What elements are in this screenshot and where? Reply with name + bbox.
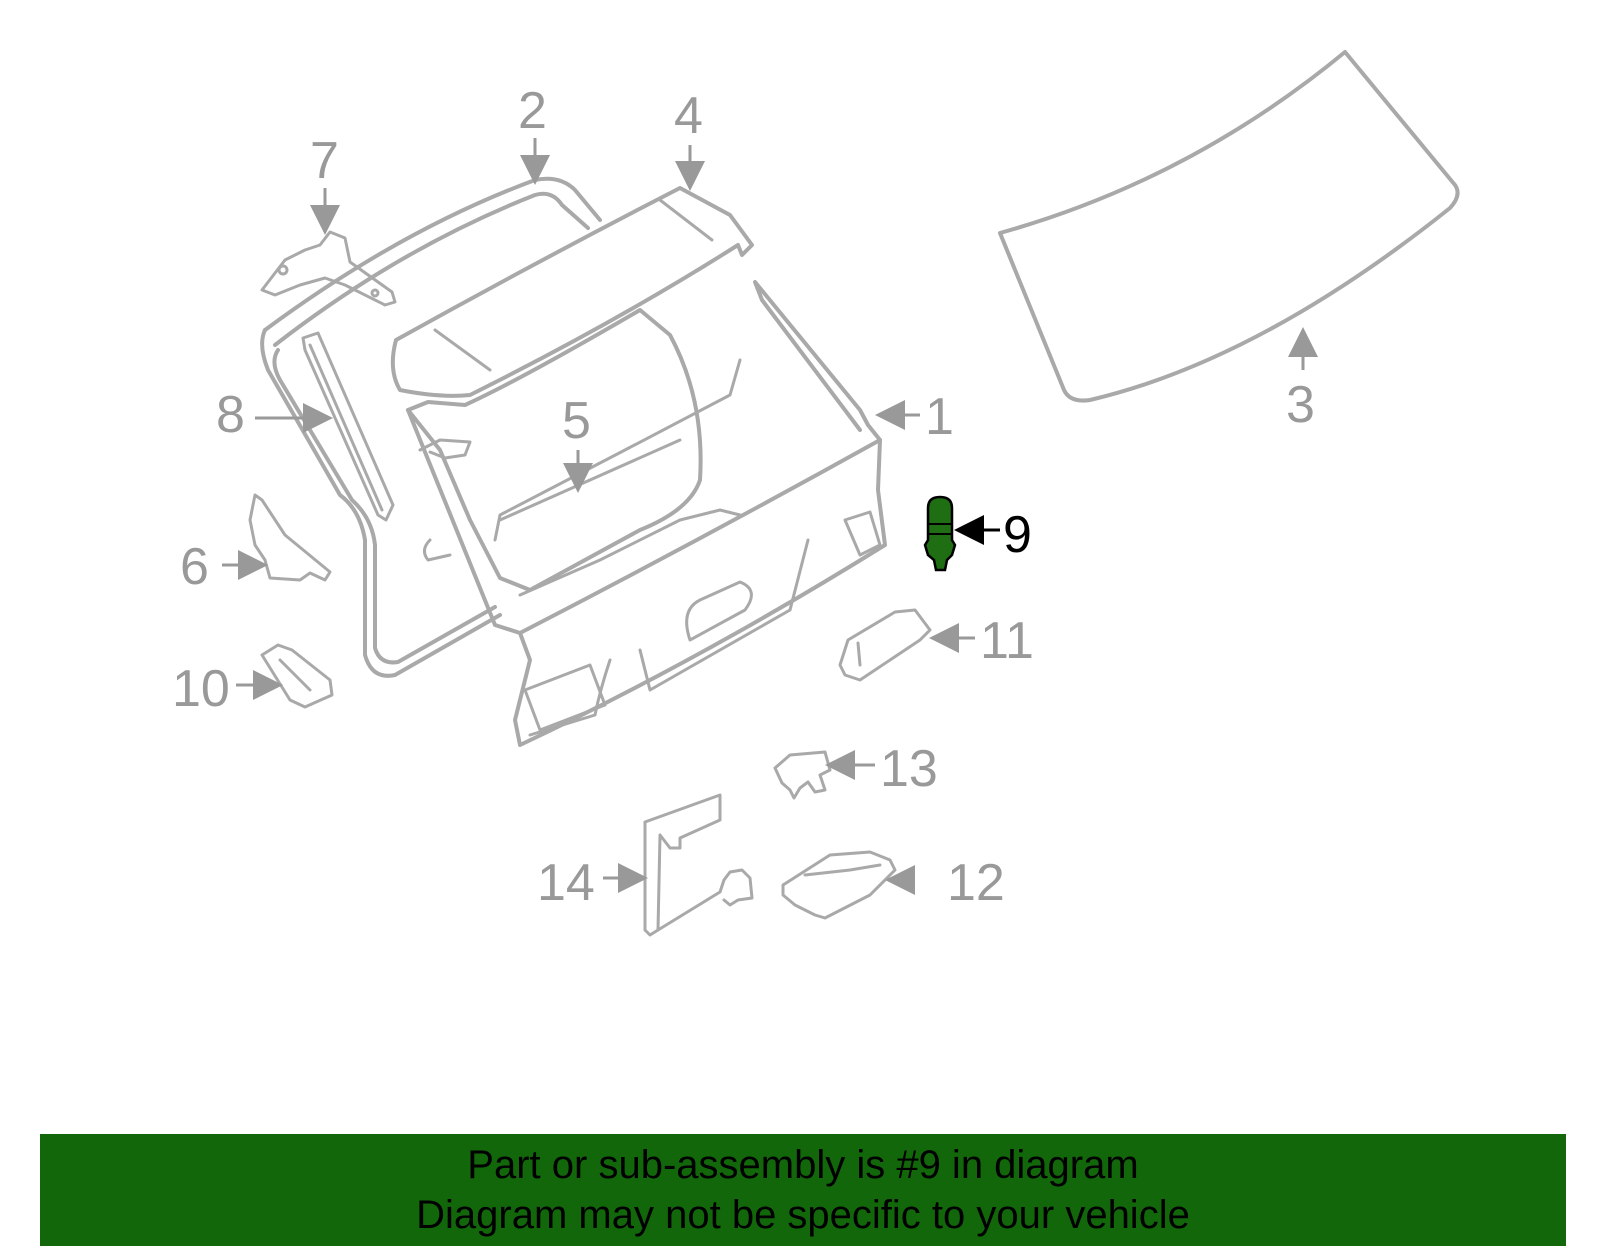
- callout-2: 2: [518, 82, 547, 140]
- part-9-fastener[interactable]: [923, 495, 957, 572]
- part-1-liftgate: [406, 280, 887, 747]
- parts-diagram: 2 4 7 3 8 5 1 6 9 11 10 13 14 12: [172, 50, 1460, 937]
- part-6-bracket: [248, 493, 332, 582]
- callout-labels: 2 4 7 3 8 5 1 6 9 11 10 13 14 12: [172, 82, 1315, 912]
- callout-10: 10: [172, 660, 230, 718]
- part-2-weatherstrip: [260, 176, 602, 678]
- part-11-light: [838, 608, 932, 682]
- part-12-actuator: [781, 850, 897, 920]
- part-13-clip: [773, 750, 832, 800]
- callout-12: 12: [947, 854, 1005, 912]
- callout-1: 1: [925, 388, 954, 446]
- info-banner: Part or sub-assembly is #9 in diagram Di…: [40, 1134, 1566, 1246]
- callout-6: 6: [180, 538, 209, 596]
- callout-3: 3: [1286, 376, 1315, 434]
- part-7-hinge: [260, 230, 397, 307]
- callout-5: 5: [562, 392, 591, 450]
- callout-11: 11: [980, 612, 1034, 670]
- callout-9: 9: [1003, 506, 1032, 564]
- callout-7: 7: [310, 132, 339, 190]
- banner-line-1: Part or sub-assembly is #9 in diagram: [467, 1143, 1139, 1187]
- callout-leaders: [222, 138, 1318, 895]
- part-4-spoiler: [390, 186, 754, 398]
- part-3-rear-glass: [998, 50, 1460, 403]
- part-14-panel: [643, 793, 754, 937]
- callout-4: 4: [674, 87, 703, 145]
- callout-8: 8: [216, 386, 245, 444]
- banner-line-2: Diagram may not be specific to your vehi…: [416, 1193, 1190, 1237]
- callout-14: 14: [537, 854, 595, 912]
- part-8-strut: [301, 331, 395, 522]
- callout-13: 13: [880, 740, 938, 798]
- part-10-latch: [260, 643, 334, 709]
